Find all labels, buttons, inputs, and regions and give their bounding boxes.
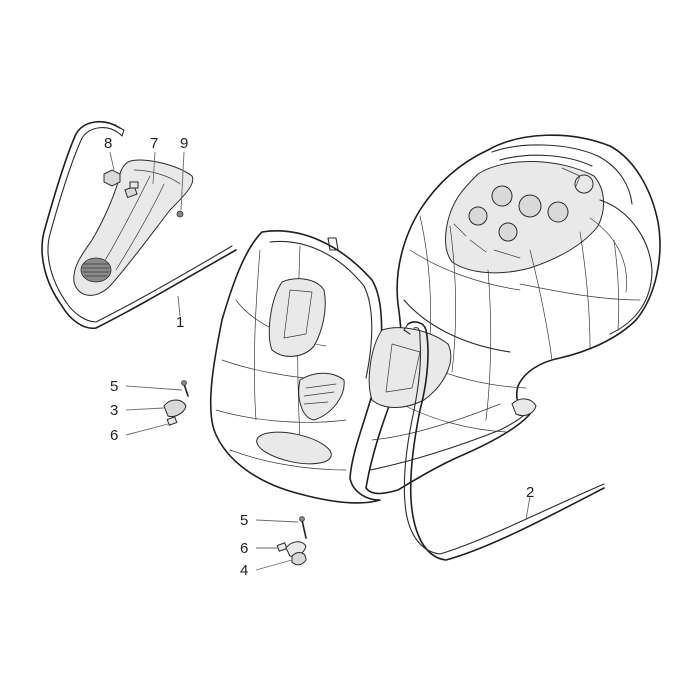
horn-cover-part	[73, 159, 194, 296]
front-shield-panel	[209, 230, 383, 504]
small-screw-part	[176, 210, 184, 218]
callout-2: 2	[526, 484, 534, 501]
edge-trim-strip-right	[403, 321, 605, 561]
callout-5-upper: 5	[110, 378, 118, 395]
callout-9: 9	[180, 135, 188, 152]
callout-4: 4	[240, 562, 248, 579]
callout-1: 1	[176, 314, 184, 331]
callout-8: 8	[104, 135, 112, 152]
callout-5-lower: 5	[240, 512, 248, 529]
hex-nut-part	[103, 169, 139, 189]
fastener-group-upper	[163, 380, 189, 426]
callouts: 7 8 9 1 5 3 6 2 5 6 4	[104, 135, 534, 579]
callout-7: 7	[150, 135, 158, 152]
callout-3: 3	[110, 402, 118, 419]
callout-6-lower: 6	[240, 540, 248, 557]
fastener-group-lower	[276, 516, 307, 566]
edge-trim-strip-left	[41, 121, 237, 330]
leader-lines	[109, 151, 531, 571]
main-body-frame	[365, 134, 661, 495]
callout-6-upper: 6	[110, 427, 118, 444]
